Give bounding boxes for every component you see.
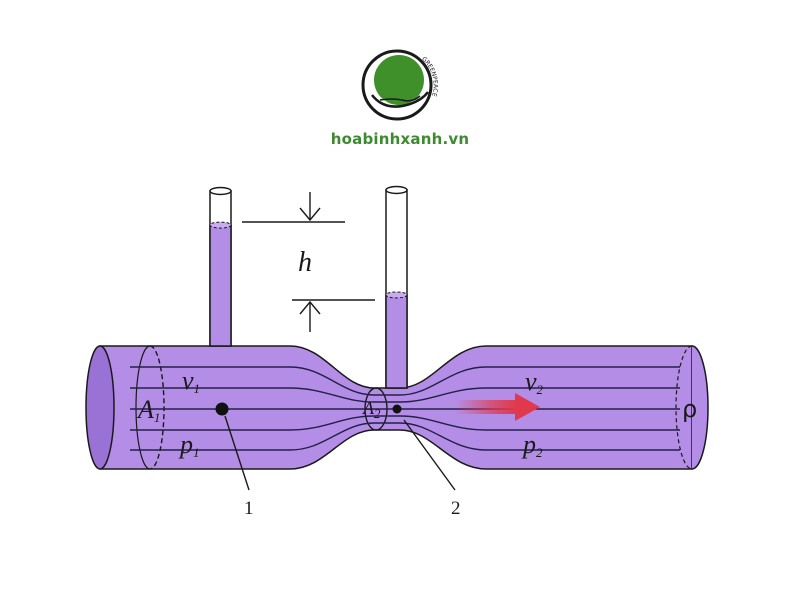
flow-arrow — [455, 393, 540, 421]
section-a1 — [149, 345, 165, 470]
v1-label: v1 — [182, 366, 200, 396]
point-2-dot — [392, 404, 402, 414]
pipe-left-end — [85, 345, 115, 470]
streamline — [130, 415, 680, 431]
p2-label: p2 — [521, 430, 543, 460]
streamline — [130, 366, 680, 396]
tube-1-fluid — [209, 224, 232, 347]
height-label: h — [298, 247, 312, 278]
greenpeace-logo: GREENPEACE — [361, 49, 439, 121]
point-1-label: 1 — [244, 498, 254, 519]
a1-label: A1 — [136, 395, 160, 425]
p1-label: p1 — [178, 430, 200, 460]
site-url: hoabinhxanh.vn — [330, 130, 470, 148]
point-2-label: 2 — [451, 498, 461, 519]
streamline — [130, 387, 680, 403]
pipe-right-end — [691, 345, 709, 470]
streamline — [130, 422, 680, 451]
tube-2 — [385, 185, 408, 389]
height-indicator — [242, 192, 375, 332]
point-1-dot — [215, 402, 229, 416]
rho-label: ρ — [682, 395, 697, 423]
a2-label: A2 — [362, 398, 381, 421]
tube-2-fluid — [385, 294, 408, 389]
v2-label: v2 — [525, 367, 544, 397]
tube-1 — [209, 186, 232, 347]
